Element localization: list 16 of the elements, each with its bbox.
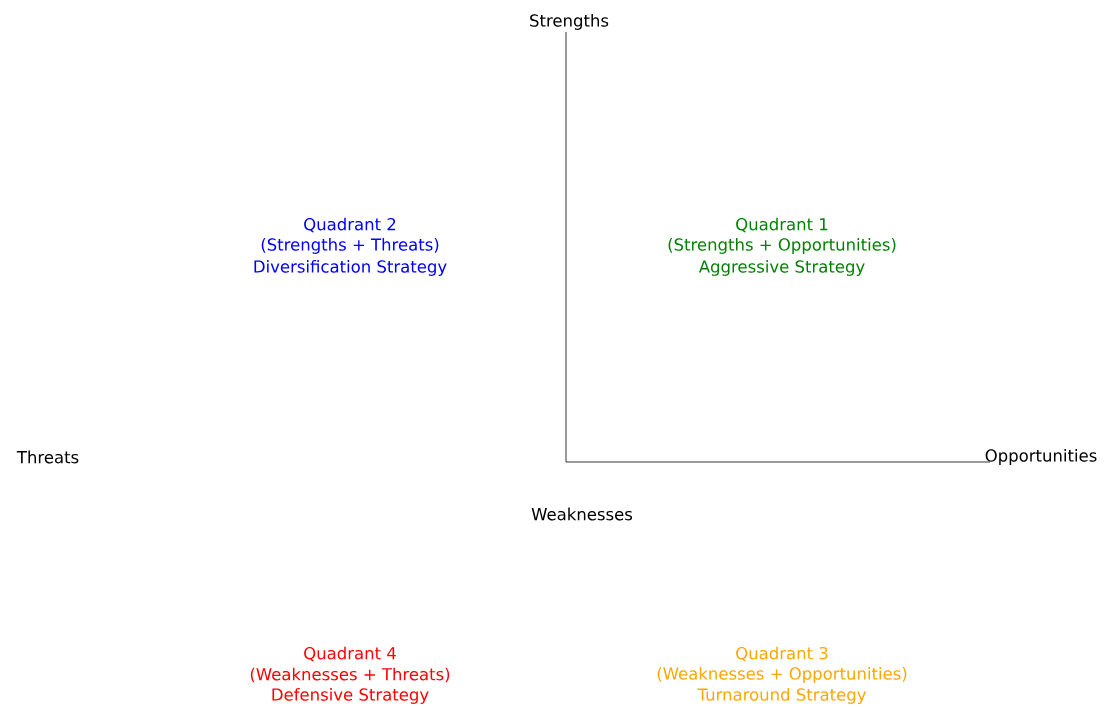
quadrant-title: Quadrant 3 xyxy=(736,646,828,662)
quadrant-title: Quadrant 1 xyxy=(736,217,828,233)
quadrant-title: Quadrant 4 xyxy=(304,646,396,662)
axis-label: Threats xyxy=(16,450,79,464)
strategy-label: Aggressive Strategy xyxy=(698,260,865,276)
axis-label: Strengths xyxy=(530,14,609,30)
quadrant-title: Quadrant 2 xyxy=(304,217,396,233)
axis-label: Opportunities xyxy=(985,449,1097,465)
strategy-label: Diversification Strategy xyxy=(254,260,447,276)
quadrant-subtitle: (Weaknesses + Opportunities) xyxy=(657,667,907,683)
quadrant-subtitle: (Weaknesses + Threats) xyxy=(250,667,450,683)
quadrant-subtitle: (Strengths + Threats) xyxy=(261,238,439,254)
axis-label: Weaknesses xyxy=(531,507,633,521)
strategy-label: Defensive Strategy xyxy=(272,688,429,704)
strategy-label: Turnaround Strategy xyxy=(697,688,866,704)
quadrant-subtitle: (Strengths + Opportunities) xyxy=(668,238,896,254)
